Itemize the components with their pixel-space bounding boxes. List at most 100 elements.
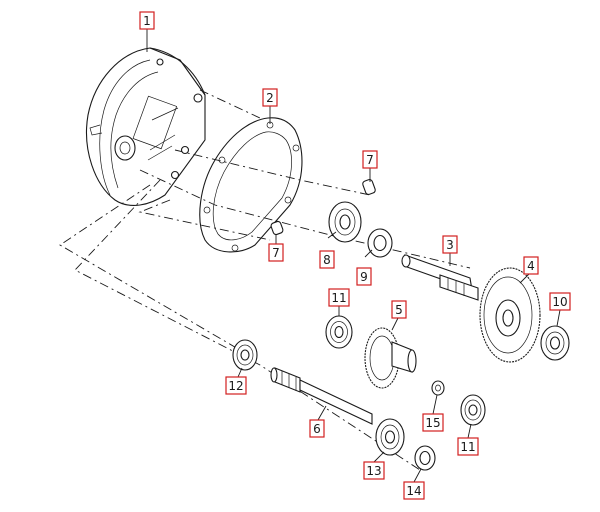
bearing-bore bbox=[240, 349, 250, 361]
housing-outline bbox=[86, 47, 206, 206]
bearing-ball-track bbox=[380, 424, 400, 450]
bearing-ball-track bbox=[236, 344, 254, 366]
housing-bolt-boss bbox=[180, 145, 190, 155]
housing-webs bbox=[147, 107, 179, 161]
callout-11a-text: 11 bbox=[331, 291, 346, 305]
leader-13 bbox=[373, 451, 385, 463]
housing-bore-inner bbox=[119, 141, 131, 155]
leader-15 bbox=[432, 394, 438, 415]
housing-gasket bbox=[199, 117, 303, 253]
gasket-outline bbox=[199, 117, 303, 253]
housing-top-edge bbox=[149, 47, 206, 96]
large-gear bbox=[479, 267, 541, 363]
centerline-output bbox=[74, 179, 421, 471]
bearing-bore bbox=[339, 214, 351, 230]
dowel-pin-body bbox=[362, 179, 376, 195]
callout-6: 6 bbox=[309, 419, 325, 438]
callout-8-text: 8 bbox=[323, 253, 331, 267]
bearing-bore bbox=[468, 404, 478, 416]
housing-bearing-bore bbox=[114, 135, 136, 161]
end-bearing bbox=[540, 325, 570, 361]
callout-1: 1 bbox=[139, 11, 155, 30]
callout-5: 5 bbox=[391, 300, 407, 319]
gear-bore bbox=[502, 309, 514, 327]
gasket-hole bbox=[231, 244, 239, 252]
callout-11-lower: 11 bbox=[457, 437, 479, 456]
shaft-spline bbox=[439, 274, 479, 301]
callout-3: 3 bbox=[442, 235, 458, 254]
callout-9: 9 bbox=[356, 267, 372, 286]
housing-bolt-boss bbox=[156, 58, 164, 66]
centerline-gasket-mid bbox=[138, 199, 271, 241]
housing-rib bbox=[132, 95, 178, 150]
callout-11-upper: 11 bbox=[328, 288, 350, 307]
callout-13: 13 bbox=[363, 461, 385, 480]
gear-face bbox=[483, 276, 533, 354]
housing-rim bbox=[99, 59, 151, 196]
callout-10-text: 10 bbox=[552, 295, 567, 309]
callout-7-lower: 7 bbox=[268, 243, 284, 262]
housing-inner-rim bbox=[110, 71, 159, 189]
shaft-spline-teeth bbox=[281, 371, 297, 391]
callout-4-text: 4 bbox=[527, 259, 535, 273]
washer-outer bbox=[431, 380, 445, 396]
output-bearing bbox=[375, 418, 405, 456]
seal-ring bbox=[367, 228, 393, 258]
bearing-upper bbox=[325, 315, 353, 349]
callout-12-text: 12 bbox=[228, 379, 243, 393]
dowel-pin-upper bbox=[362, 179, 376, 195]
callout-13-text: 13 bbox=[366, 464, 381, 478]
callout-6-text: 6 bbox=[313, 422, 321, 436]
leader-6 bbox=[317, 405, 327, 421]
leader-10 bbox=[556, 309, 561, 327]
dowel-pin-lower bbox=[270, 220, 284, 236]
bearing-ball-track bbox=[330, 321, 348, 343]
callout-14: 14 bbox=[403, 481, 425, 500]
ball-bearing bbox=[328, 201, 362, 243]
leader-5 bbox=[391, 317, 399, 331]
bearing-bore bbox=[384, 430, 396, 444]
gasket-hole bbox=[218, 156, 226, 164]
leader-9 bbox=[364, 249, 373, 258]
seal-inner bbox=[419, 450, 431, 466]
callout-15: 15 bbox=[422, 413, 444, 432]
callout-7b-text: 7 bbox=[272, 246, 280, 260]
housing-bolt-boss bbox=[193, 93, 203, 103]
callout-2: 2 bbox=[262, 88, 278, 107]
bearing-ball-track bbox=[464, 399, 482, 421]
bearing-bore bbox=[549, 336, 561, 350]
leader-14 bbox=[413, 468, 422, 483]
centerline-input-shaft bbox=[59, 184, 241, 351]
callout-3-text: 3 bbox=[446, 238, 454, 252]
housing-bolt-boss bbox=[170, 170, 180, 180]
oil-seal bbox=[414, 445, 436, 471]
centerline-countershaft bbox=[139, 169, 471, 269]
centerline-dowel bbox=[174, 149, 371, 196]
callout-7-upper: 7 bbox=[362, 150, 378, 169]
centerline-gasket-top bbox=[199, 89, 261, 119]
bearing-bore bbox=[334, 325, 344, 339]
shaft-spline-teeth bbox=[447, 278, 465, 296]
callout-15-text: 15 bbox=[425, 416, 440, 430]
gasket-hole bbox=[203, 206, 211, 214]
input-shaft bbox=[270, 367, 373, 425]
callout-9-text: 9 bbox=[360, 270, 368, 284]
gasket-hole bbox=[292, 144, 300, 152]
drive-gear bbox=[364, 327, 417, 389]
housing-vent bbox=[89, 124, 103, 136]
callout-14-text: 14 bbox=[406, 484, 421, 498]
bearing-ball-track bbox=[334, 208, 356, 236]
gear-housing bbox=[86, 47, 206, 206]
dowel-pin-body bbox=[270, 220, 284, 236]
callout-2-text: 2 bbox=[266, 91, 274, 105]
leader-8 bbox=[327, 231, 337, 239]
callout-11b-text: 11 bbox=[460, 440, 475, 454]
input-bearing bbox=[232, 339, 258, 371]
gasket-hole bbox=[284, 196, 292, 204]
bearing-ball-track bbox=[545, 331, 565, 355]
countershaft bbox=[401, 254, 479, 301]
ring-inner bbox=[373, 234, 387, 252]
shaft-end bbox=[401, 254, 411, 268]
